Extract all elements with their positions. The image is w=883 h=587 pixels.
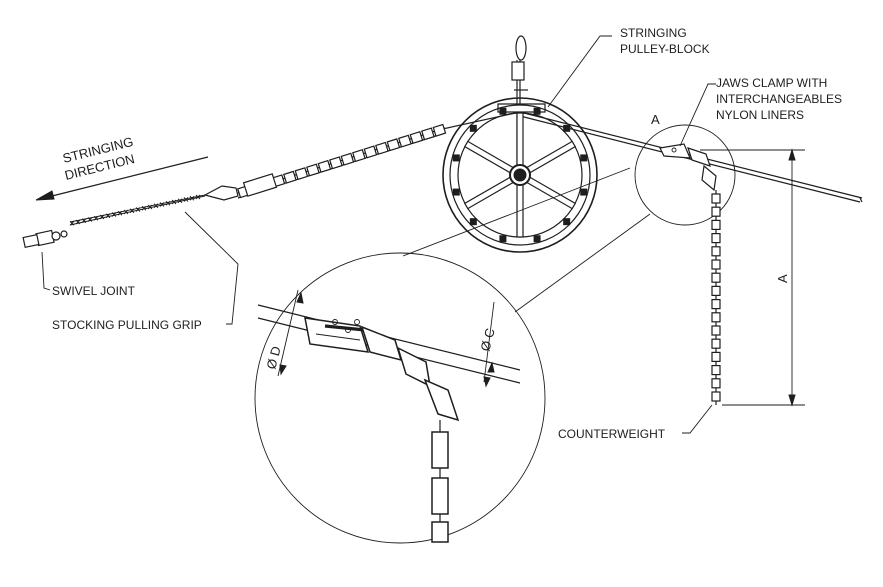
pulley-bolt bbox=[452, 154, 460, 162]
chain-sleeve bbox=[242, 173, 278, 197]
chain-link bbox=[283, 170, 297, 184]
chain-link bbox=[375, 141, 389, 155]
pulley-bolt bbox=[533, 235, 541, 243]
counterweight-link bbox=[711, 272, 721, 283]
counterweight-link bbox=[711, 338, 721, 349]
counterweight-link bbox=[711, 378, 721, 389]
dimension-c-label: Ø C bbox=[477, 327, 497, 353]
pulley-bolt bbox=[580, 188, 588, 196]
pulley-bolt bbox=[499, 235, 507, 243]
dimension-c bbox=[483, 301, 495, 388]
counterweight-link bbox=[711, 219, 721, 230]
counterweight-link bbox=[711, 351, 721, 362]
chain-link bbox=[421, 127, 435, 141]
pulley-block-label-2: PULLEY-BLOCK bbox=[620, 42, 710, 56]
chain-link bbox=[329, 156, 343, 170]
counterweight-link bbox=[711, 312, 721, 323]
pulley-bolt bbox=[563, 218, 571, 226]
chain-link bbox=[352, 149, 366, 163]
detail-large-circle bbox=[254, 252, 546, 544]
counterweight-link bbox=[711, 259, 721, 270]
counterweight-chain bbox=[711, 190, 721, 405]
detail-view bbox=[257, 304, 521, 543]
stocking-pulling-grip bbox=[69, 185, 239, 226]
detail-connector-right bbox=[514, 213, 651, 313]
swivel-joint bbox=[22, 229, 68, 249]
chain-link bbox=[398, 134, 412, 148]
counterweight-link bbox=[711, 285, 721, 296]
stringing-direction-arrow bbox=[35, 156, 209, 201]
dimension-a bbox=[700, 148, 805, 407]
counterweight-link bbox=[711, 206, 721, 217]
jaws-clamp-label-1: JAWS CLAMP WITH bbox=[716, 76, 827, 90]
stocking-grip-leader bbox=[184, 211, 239, 325]
pulley-bolt bbox=[469, 124, 477, 132]
pulley-bolt bbox=[563, 124, 571, 132]
jaws-clamp-leader bbox=[679, 83, 716, 147]
counterweight-link bbox=[711, 325, 721, 336]
counterweight-link bbox=[711, 233, 721, 244]
chain-link bbox=[340, 152, 355, 166]
chain-link bbox=[294, 167, 309, 181]
pulley-bolt bbox=[580, 154, 588, 162]
chain-link bbox=[409, 130, 424, 145]
chain-link bbox=[317, 159, 332, 173]
pulley-block bbox=[442, 35, 598, 253]
pulley-bolt bbox=[499, 107, 507, 115]
counterweight-link bbox=[711, 391, 721, 402]
dimension-d bbox=[277, 289, 304, 377]
counterweight-leader bbox=[682, 404, 713, 434]
chain-link bbox=[386, 138, 401, 152]
pulley-bolt bbox=[533, 107, 541, 115]
chain-link bbox=[432, 123, 447, 137]
detail-a-marker: A bbox=[651, 112, 660, 127]
chain-link bbox=[363, 145, 378, 159]
stocking-grip-label: STOCKING PULLING GRIP bbox=[52, 318, 202, 332]
detail-a-circle bbox=[634, 124, 736, 226]
counterweight-link bbox=[711, 365, 721, 376]
jaws-clamp bbox=[659, 143, 717, 192]
pulley-bolt bbox=[452, 188, 460, 196]
detail-connector-left bbox=[402, 167, 631, 257]
counterweight-label: COUNTERWEIGHT bbox=[558, 427, 666, 441]
jaws-clamp-label-3: NYLON LINERS bbox=[716, 108, 804, 122]
swivel-joint-label: SWIVEL JOINT bbox=[52, 284, 136, 298]
swivel-joint-leader bbox=[41, 251, 51, 291]
counterweight-link bbox=[711, 299, 721, 310]
pulley-block-label-1: STRINGING bbox=[620, 26, 687, 40]
counterweight-link bbox=[711, 246, 721, 257]
pulley-block-leader bbox=[547, 35, 612, 108]
pulley-bolt bbox=[469, 218, 477, 226]
counterweight-link bbox=[711, 193, 721, 204]
pulling-chain bbox=[237, 123, 447, 199]
dimension-d-label: Ø D bbox=[263, 345, 283, 371]
dimension-a-label: A bbox=[775, 274, 790, 283]
jaws-clamp-label-2: INTERCHANGEABLES bbox=[716, 92, 842, 106]
chain-link bbox=[306, 163, 320, 177]
